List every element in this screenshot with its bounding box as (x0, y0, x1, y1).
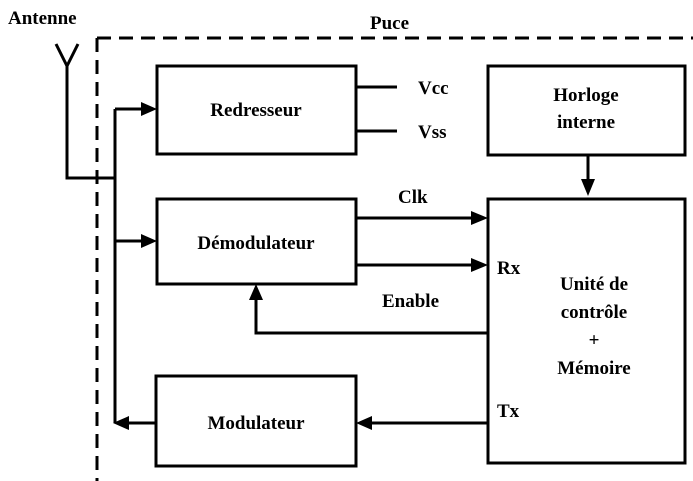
clock-block (486, 64, 687, 157)
control-label-line-1: Unité de (560, 274, 628, 295)
vss-label: Vss (418, 122, 447, 143)
tx-label: Tx (497, 401, 520, 422)
wire-rx (356, 258, 488, 272)
vcc-label: Vcc (418, 78, 449, 99)
wire-bus-to-demodulator (115, 234, 157, 248)
wire-tx (356, 416, 488, 430)
control-label-line-4: Mémoire (557, 358, 631, 379)
modulator-label: Modulateur (207, 413, 305, 434)
clock-label-line-2: interne (557, 112, 615, 133)
wire-modulator-to-bus (113, 416, 156, 430)
demodulator-label: Démodulateur (197, 233, 315, 254)
wire-clk (356, 211, 488, 225)
antenna-icon (54, 43, 115, 180)
clk-label: Clk (398, 187, 428, 208)
wire-bus-to-rectifier (115, 102, 157, 116)
wire-enable (249, 284, 488, 335)
rx-label: Rx (497, 258, 521, 279)
clock-label-line-1: Horloge (553, 85, 618, 106)
rectifier-block (155, 64, 358, 156)
control-label-line-3: + (589, 330, 600, 351)
chip-label: Puce (370, 13, 409, 34)
control-label-line-2: contrôle (561, 302, 627, 323)
chip-boundary (95, 36, 693, 481)
wire-clock-to-control (581, 155, 595, 196)
demodulator-block (155, 197, 358, 286)
enable-label: Enable (382, 291, 439, 312)
modulator-block (154, 374, 358, 468)
antenna-label: Antenne (8, 8, 77, 29)
control-block (486, 197, 687, 465)
rectifier-label: Redresseur (210, 100, 302, 121)
